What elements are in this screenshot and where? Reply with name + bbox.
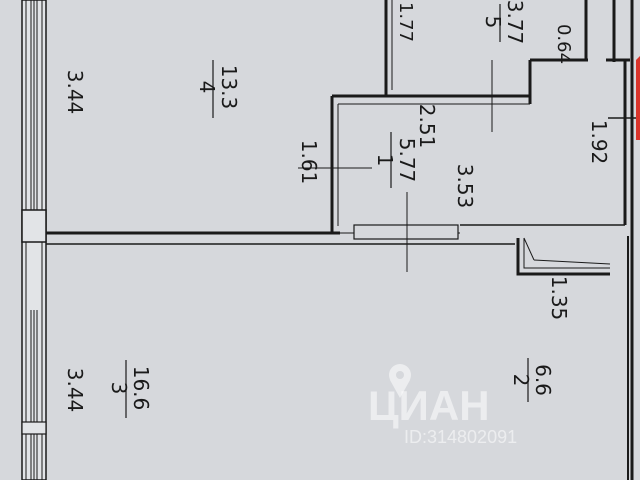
room-2: 2 6.6 xyxy=(509,358,555,402)
watermark: ЦИАН ID:314802091 xyxy=(368,364,517,447)
window-top xyxy=(30,0,38,210)
room-4: 4 13.3 3.44 xyxy=(63,60,241,118)
room-5-area: 3.77 xyxy=(503,0,527,44)
interior-walls xyxy=(46,0,640,480)
room-3-number: 3 xyxy=(107,382,131,395)
room-3-width: 3.44 xyxy=(63,368,87,413)
dim-1-61: 1.61 xyxy=(297,140,321,185)
red-accent-mark xyxy=(636,56,640,140)
room-3: 3 16.6 3.44 xyxy=(63,360,153,418)
map-pin-icon xyxy=(389,364,411,398)
room-1-width: 3.53 xyxy=(453,164,477,209)
room-2-number: 2 xyxy=(509,374,533,387)
dim-1-77: 1.77 xyxy=(395,2,416,42)
dim-1-35: 1.35 xyxy=(547,276,571,321)
dim-1-92: 1.92 xyxy=(587,120,611,165)
room-2-area: 6.6 xyxy=(531,364,555,396)
outer-wall-left xyxy=(21,0,47,480)
dim-0-64: 0.64 xyxy=(553,24,574,64)
room-4-width: 3.44 xyxy=(63,70,87,115)
watermark-brand: ЦИАН xyxy=(368,382,490,429)
room-1: 1 5.77 3.53 xyxy=(373,132,477,208)
dimension-labels: 1.61 2.51 1.92 1.35 0.64 1.77 xyxy=(297,2,611,320)
dim-2-51: 2.51 xyxy=(415,104,439,149)
door-niche xyxy=(516,237,611,276)
label-axis-lines xyxy=(298,60,493,272)
room-5-number: 5 xyxy=(481,16,505,29)
room-1-area: 5.77 xyxy=(395,138,419,183)
room-4-number: 4 xyxy=(195,81,219,94)
room-1-number: 1 xyxy=(373,154,397,167)
window-bottom xyxy=(30,310,38,480)
room-3-area: 16.6 xyxy=(129,366,153,411)
room-5: 5 3.77 xyxy=(481,0,527,44)
watermark-id: ID:314802091 xyxy=(404,427,517,447)
room-4-area: 13.3 xyxy=(217,65,241,110)
